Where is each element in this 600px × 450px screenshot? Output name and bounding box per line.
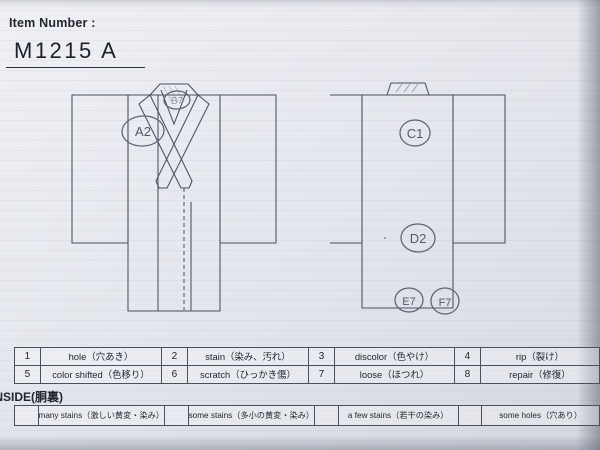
legend-num: 5 — [14, 365, 41, 384]
kimono-front-svg — [71, 83, 277, 312]
kimono-back-diagram — [330, 78, 580, 328]
legend-num: 6 — [161, 365, 188, 384]
photo-edge-right — [578, 0, 600, 450]
back-small-pencil-dot — [384, 237, 386, 239]
inside-condition-table: many stains（激しい黄変・染み） some stains（多小の黄変・… — [14, 405, 600, 426]
front-collar-left — [138, 94, 193, 189]
item-number-label: Item Number : — [9, 16, 96, 30]
table-row: many stains（激しい黄変・染み） some stains（多小の黄変・… — [14, 405, 600, 426]
legend-desc: discolor（色やけ） — [333, 347, 456, 366]
photo-edge-top — [0, 0, 600, 8]
mark-circle-b7 — [163, 90, 191, 110]
back-collar-tab — [386, 82, 430, 96]
legend-desc: rip（裂け） — [479, 347, 600, 366]
inside-checkbox-cell[interactable] — [164, 405, 189, 426]
mark-circle-f7 — [430, 287, 460, 315]
item-number-value: M1215 A — [14, 38, 119, 63]
legend-desc: stain（染み、汚れ） — [186, 347, 310, 366]
table-row: 5 color shifted（色移り） 6 scratch（ひっかき傷） 7 … — [14, 365, 600, 384]
legend-desc: color shifted（色移り） — [39, 365, 163, 384]
inside-checkbox-cell[interactable] — [14, 405, 39, 426]
legend-desc: scratch（ひっかき傷） — [186, 365, 310, 384]
mark-label-c1: C1 — [407, 126, 424, 141]
mark-circle-c1 — [399, 119, 431, 147]
mark-label-e7: E7 — [402, 296, 415, 308]
photo-edge-bottom — [0, 436, 600, 450]
inside-condition-text: some stains（多小の黄変・染み） — [187, 405, 316, 426]
table-row: 1 hole（穴あき） 2 stain（染み、汚れ） 3 discolor（色や… — [14, 347, 600, 366]
inside-condition-text: a few stains（若干の染み） — [337, 405, 459, 426]
front-neck-top — [149, 83, 199, 96]
inside-condition-text: many stains（激しい黄変・染み） — [37, 405, 166, 426]
legend-num: 1 — [14, 347, 41, 366]
mark-circle-d2 — [400, 223, 436, 253]
inside-checkbox-cell[interactable] — [314, 405, 339, 426]
damage-code-legend-table: 1 hole（穴あき） 2 stain（染み、汚れ） 3 discolor（色や… — [14, 347, 600, 384]
legend-num: 2 — [161, 347, 188, 366]
inside-condition-text: some holes（穴あり） — [481, 405, 600, 426]
legend-num: 3 — [308, 347, 335, 366]
mark-label-a2: A2 — [135, 124, 151, 139]
front-body-panel — [127, 94, 221, 312]
inside-section-label: INSIDE(胴裏) — [0, 390, 64, 404]
legend-desc: loose（ほつれ） — [333, 365, 456, 384]
legend-num: 4 — [454, 347, 481, 366]
mark-circle-e7 — [394, 287, 424, 313]
back-collar-hatching — [395, 83, 419, 93]
inside-checkbox-cell[interactable] — [457, 405, 483, 426]
handwritten-damage-marks: A2 B7 C1 D2 E7 F7 — [121, 90, 460, 315]
item-number-underline — [6, 67, 145, 68]
back-body-panel — [361, 94, 454, 309]
legend-desc: repair（修復） — [479, 365, 600, 384]
kimono-front-diagram — [60, 78, 320, 328]
legend-num: 7 — [308, 365, 335, 384]
front-inner-neck — [160, 89, 188, 126]
mark-label-b7: B7 — [171, 96, 184, 107]
mark-label-d2: D2 — [410, 231, 427, 246]
front-collar-right — [155, 94, 210, 189]
kimono-back-svg — [330, 82, 506, 309]
mark-label-f7: F7 — [439, 297, 452, 309]
legend-desc: hole（穴あき） — [39, 347, 163, 366]
legend-num: 8 — [454, 365, 481, 384]
mark-circle-a2 — [121, 115, 165, 147]
